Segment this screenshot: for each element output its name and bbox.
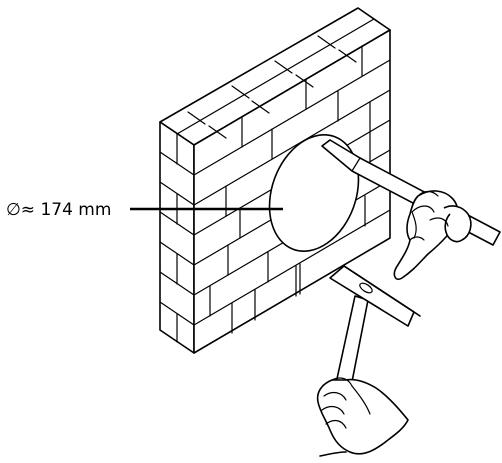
wall-opening — [268, 134, 360, 252]
diameter-label: ∅≈ 174 mm — [6, 200, 111, 220]
front-face-joints — [209, 45, 371, 334]
hand-holding-chisel — [393, 190, 472, 281]
hammer — [329, 265, 421, 393]
top-face-joints — [176, 18, 375, 139]
brick-wall — [159, 7, 391, 354]
hand-holding-hammer — [316, 377, 409, 457]
